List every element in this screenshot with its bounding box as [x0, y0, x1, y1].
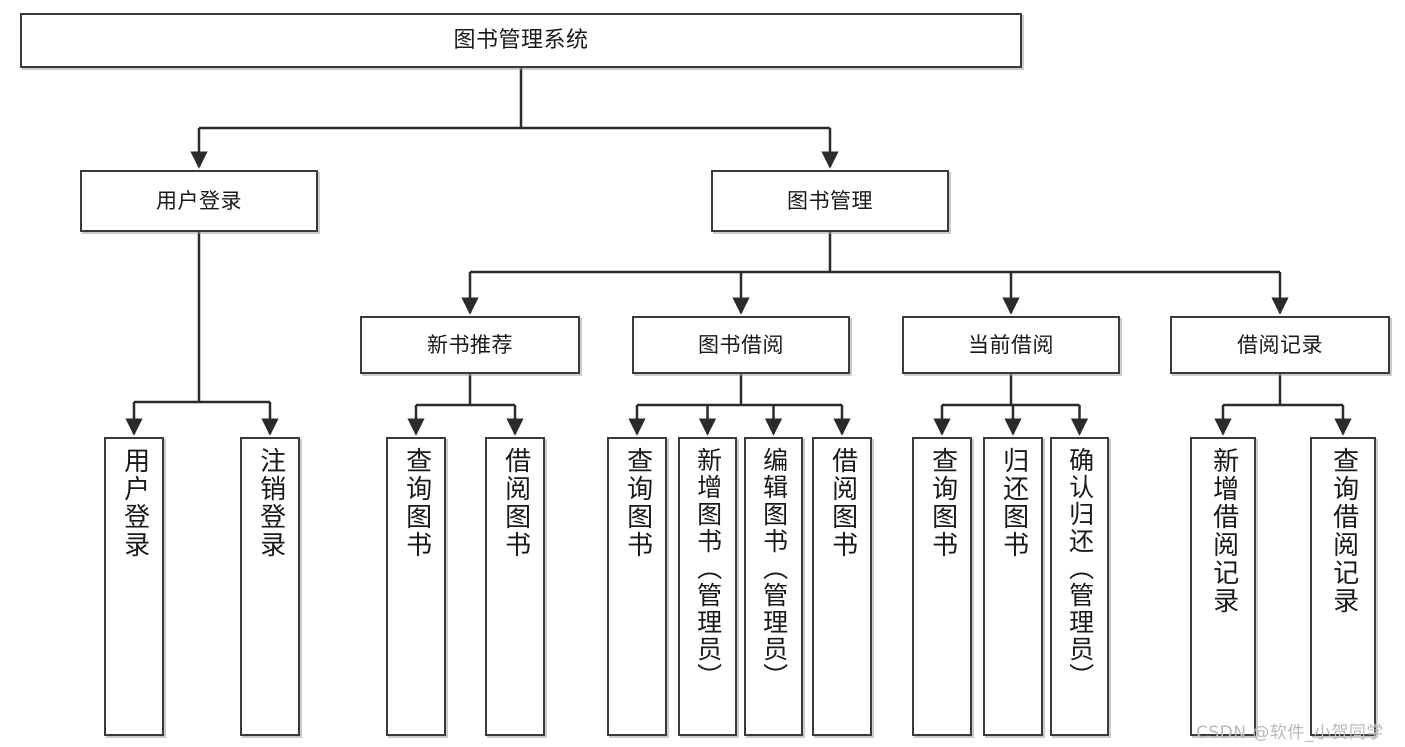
node-leaf-query-record[interactable]: 查询借阅记录 — [1310, 437, 1376, 736]
node-leaf-confirm-return[interactable]: 确认归还（管理员） — [1050, 437, 1109, 736]
node-root-label: 图书管理系统 — [453, 27, 589, 53]
node-current-borrow-label: 当前借阅 — [968, 332, 1054, 357]
node-leaf-return-book[interactable]: 归还图书 — [983, 437, 1043, 736]
node-borrow-record[interactable]: 借阅记录 — [1170, 316, 1390, 374]
node-leaf-query-book-2-label: 查询图书 — [622, 447, 653, 559]
node-book-borrow[interactable]: 图书借阅 — [632, 316, 850, 374]
node-leaf-borrow-book-1[interactable]: 借阅图书 — [485, 437, 545, 736]
node-new-book-recommend[interactable]: 新书推荐 — [360, 316, 580, 374]
node-leaf-logout[interactable]: 注销登录 — [240, 437, 300, 736]
node-borrow-record-label: 借阅记录 — [1237, 332, 1323, 357]
node-leaf-borrow-book-2-label: 借阅图书 — [827, 447, 858, 559]
node-leaf-user-login[interactable]: 用户登录 — [104, 437, 164, 736]
node-leaf-return-book-label: 归还图书 — [998, 447, 1029, 559]
node-leaf-add-record[interactable]: 新增借阅记录 — [1190, 437, 1256, 736]
node-book-manage-label: 图书管理 — [787, 188, 873, 213]
node-leaf-edit-book-label: 编辑图书（管理员） — [759, 447, 789, 690]
node-leaf-query-book-3[interactable]: 查询图书 — [912, 437, 972, 736]
node-leaf-query-book-1-label: 查询图书 — [401, 447, 432, 559]
node-leaf-add-record-label: 新增借阅记录 — [1208, 447, 1239, 615]
node-leaf-add-book[interactable]: 新增图书（管理员） — [678, 437, 737, 736]
node-book-manage[interactable]: 图书管理 — [711, 170, 949, 232]
node-new-book-recommend-label: 新书推荐 — [427, 332, 513, 357]
node-leaf-query-record-label: 查询借阅记录 — [1328, 447, 1359, 615]
node-leaf-query-book-1[interactable]: 查询图书 — [386, 437, 446, 736]
node-leaf-query-book-2[interactable]: 查询图书 — [607, 437, 667, 736]
node-leaf-add-book-label: 新增图书（管理员） — [693, 447, 723, 690]
node-user-login-label: 用户登录 — [156, 188, 242, 213]
node-leaf-user-login-label: 用户登录 — [119, 447, 150, 559]
node-current-borrow[interactable]: 当前借阅 — [902, 316, 1120, 374]
node-root[interactable]: 图书管理系统 — [20, 13, 1022, 68]
node-leaf-borrow-book-2[interactable]: 借阅图书 — [812, 437, 872, 736]
node-leaf-borrow-book-1-label: 借阅图书 — [500, 447, 531, 559]
node-leaf-query-book-3-label: 查询图书 — [927, 447, 958, 559]
node-book-borrow-label: 图书借阅 — [698, 332, 784, 357]
node-leaf-confirm-return-label: 确认归还（管理员） — [1065, 447, 1095, 690]
node-leaf-edit-book[interactable]: 编辑图书（管理员） — [744, 437, 803, 736]
node-user-login[interactable]: 用户登录 — [80, 170, 318, 232]
node-leaf-logout-label: 注销登录 — [255, 447, 286, 559]
